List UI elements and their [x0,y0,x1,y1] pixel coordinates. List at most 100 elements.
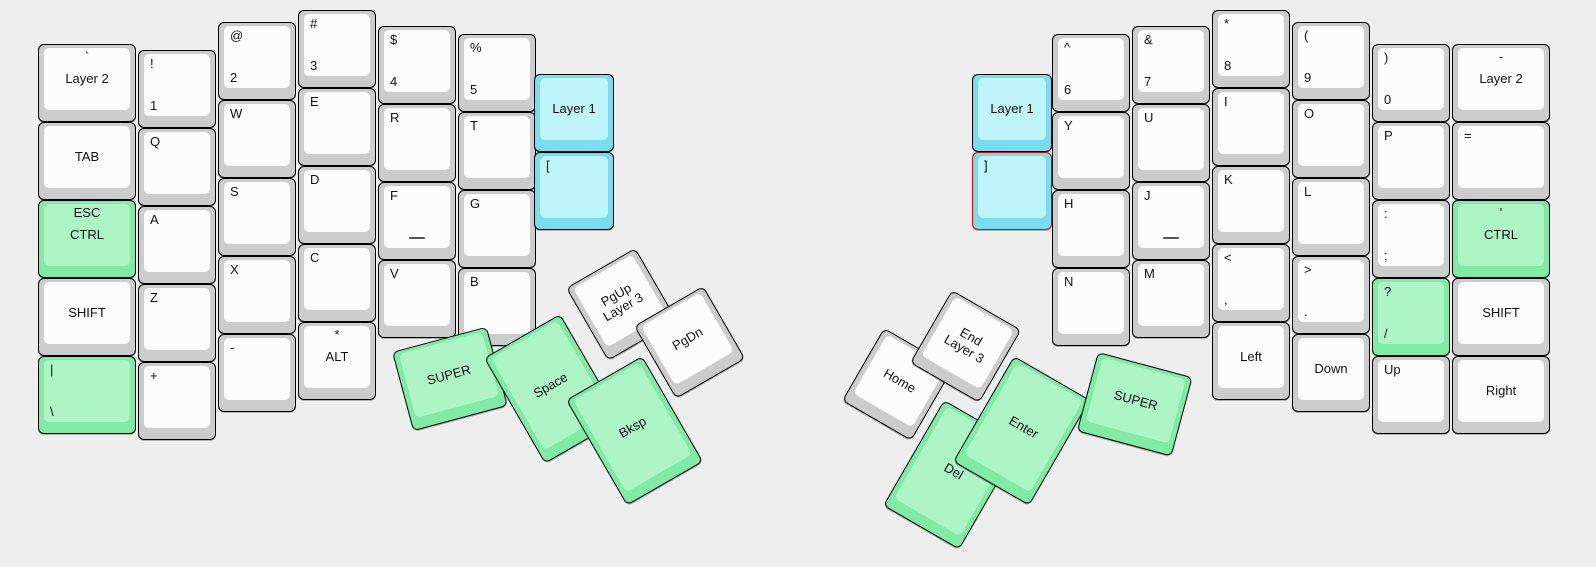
keycap: O [1298,104,1364,166]
key-left-index-inner-0[interactable]: %5 [458,34,536,112]
key-left-ring-2[interactable]: S [218,178,296,256]
key-right-middle-3[interactable]: <, [1212,244,1290,322]
key-right-pinky-outer-1[interactable]: = [1452,122,1550,200]
key-legend-main: H [1064,196,1074,211]
key-left-pinky-1[interactable]: Q [138,128,216,206]
key-legend-main: Q [150,134,161,149]
key-legend-top: ( [1304,28,1309,43]
key-left-pinky-outer-4[interactable]: |\ [38,356,136,434]
keycap: Q [144,132,210,194]
key-right-index-2[interactable]: J [1132,182,1210,260]
key-right-middle-2[interactable]: K [1212,166,1290,244]
key-left-pinky-0[interactable]: !1 [138,50,216,128]
key-right-index-inner-2[interactable]: H [1052,190,1130,268]
keycap: M [1138,264,1204,326]
key-legend-main: D [310,172,320,187]
key-legend-main: 9 [1304,70,1312,86]
key-left-ring-0[interactable]: @2 [218,22,296,100]
keycap: U [1138,108,1204,170]
key-right-inner-extra-0[interactable]: Layer 1 [972,74,1052,152]
key-right-pinky-4[interactable]: Up [1372,356,1450,434]
key-legend-main: PgDn [669,324,706,354]
key-left-index-3[interactable]: V [378,260,456,338]
key-left-pinky-4[interactable]: + [138,362,216,440]
key-right-index-3[interactable]: M [1132,260,1210,338]
keycap: *8 [1218,14,1284,76]
key-right-index-1[interactable]: U [1132,104,1210,182]
key-right-pinky-outer-3[interactable]: SHIFT [1452,278,1550,356]
key-left-middle-2[interactable]: D [298,166,376,244]
key-right-pinky-outer-4[interactable]: Right [1452,356,1550,434]
key-left-index-2[interactable]: F [378,182,456,260]
key-legend-main: R [390,110,400,125]
key-legend-main: SUPER [425,361,473,388]
key-legend-main: O [1304,106,1315,121]
key-right-pinky-outer-2[interactable]: 'CTRL [1452,200,1550,278]
key-right-middle-1[interactable]: I [1212,88,1290,166]
key-legend-main: 3 [310,58,318,74]
key-legend-main: 5 [470,82,478,98]
key-legend-top: ' [1499,205,1503,220]
key-left-middle-1[interactable]: E [298,88,376,166]
key-right-ring-4[interactable]: Down [1292,334,1370,412]
key-legend-main: 8 [1224,58,1232,74]
key-right-ring-3[interactable]: >. [1292,256,1370,334]
key-right-pinky-3[interactable]: ?/ [1372,278,1450,356]
key-left-middle-0[interactable]: #3 [298,10,376,88]
keycap: I [1218,92,1284,154]
keycap: SUPER [398,332,499,419]
key-left-index-inner-2[interactable]: G [458,190,536,268]
key-legend-main: B [470,274,479,289]
key-left-pinky-outer-3[interactable]: SHIFT [38,278,136,356]
key-right-ring-1[interactable]: O [1292,100,1370,178]
key-legend-main: SUPER [1112,387,1160,414]
key-legend-main: + [150,368,158,383]
key-right-index-0[interactable]: &7 [1132,26,1210,104]
key-left-middle-4[interactable]: *ALT [298,322,376,400]
key-left-ring-3[interactable]: X [218,256,296,334]
key-left-index-1[interactable]: R [378,104,456,182]
key-left-inner-extra-1[interactable]: [ [534,152,614,230]
thumb-key-left-0[interactable]: SUPER [392,326,508,432]
key-left-pinky-outer-0[interactable]: `Layer 2 [38,44,136,122]
key-legend-main: X [230,262,239,277]
key-legend-main: T [470,118,478,133]
key-legend-top: > [1304,262,1312,277]
key-left-inner-extra-0[interactable]: Layer 1 [534,74,614,152]
key-left-pinky-2[interactable]: A [138,206,216,284]
key-right-middle-0[interactable]: *8 [1212,10,1290,88]
key-right-pinky-0[interactable]: )0 [1372,44,1450,122]
key-left-index-0[interactable]: $4 [378,26,456,104]
key-left-index-inner-1[interactable]: T [458,112,536,190]
key-left-ring-4[interactable]: - [218,334,296,412]
key-right-pinky-1[interactable]: P [1372,122,1450,200]
key-legend-main: \ [50,404,54,420]
key-right-index-inner-3[interactable]: N [1052,268,1130,346]
key-legend-main: 1 [150,98,158,114]
key-right-pinky-outer-0[interactable]: -Layer 2 [1452,44,1550,122]
key-right-index-inner-1[interactable]: Y [1052,112,1130,190]
key-left-pinky-outer-1[interactable]: TAB [38,122,136,200]
key-right-inner-extra-1[interactable]: ] [972,152,1052,230]
key-right-index-inner-0[interactable]: ^6 [1052,34,1130,112]
keycap: Right [1458,360,1544,422]
key-left-pinky-3[interactable]: Z [138,284,216,362]
key-legend-main: E [310,94,319,109]
key-legend-main: Down [1314,361,1348,377]
keycap: X [224,260,290,322]
key-legend-top: % [470,40,482,55]
key-right-ring-2[interactable]: L [1292,178,1370,256]
key-legend-main: Layer 1 [990,101,1034,117]
key-left-middle-3[interactable]: C [298,244,376,322]
keycap: S [224,182,290,244]
key-right-pinky-2[interactable]: :; [1372,200,1450,278]
key-legend-top: : [1384,206,1388,221]
key-right-ring-0[interactable]: (9 [1292,22,1370,100]
keycap: %5 [464,38,530,100]
key-legend-main: L [1304,184,1312,199]
key-left-ring-1[interactable]: W [218,100,296,178]
key-right-middle-4[interactable]: Left [1212,322,1290,400]
thumb-key-right-4[interactable]: SUPER [1076,352,1193,457]
